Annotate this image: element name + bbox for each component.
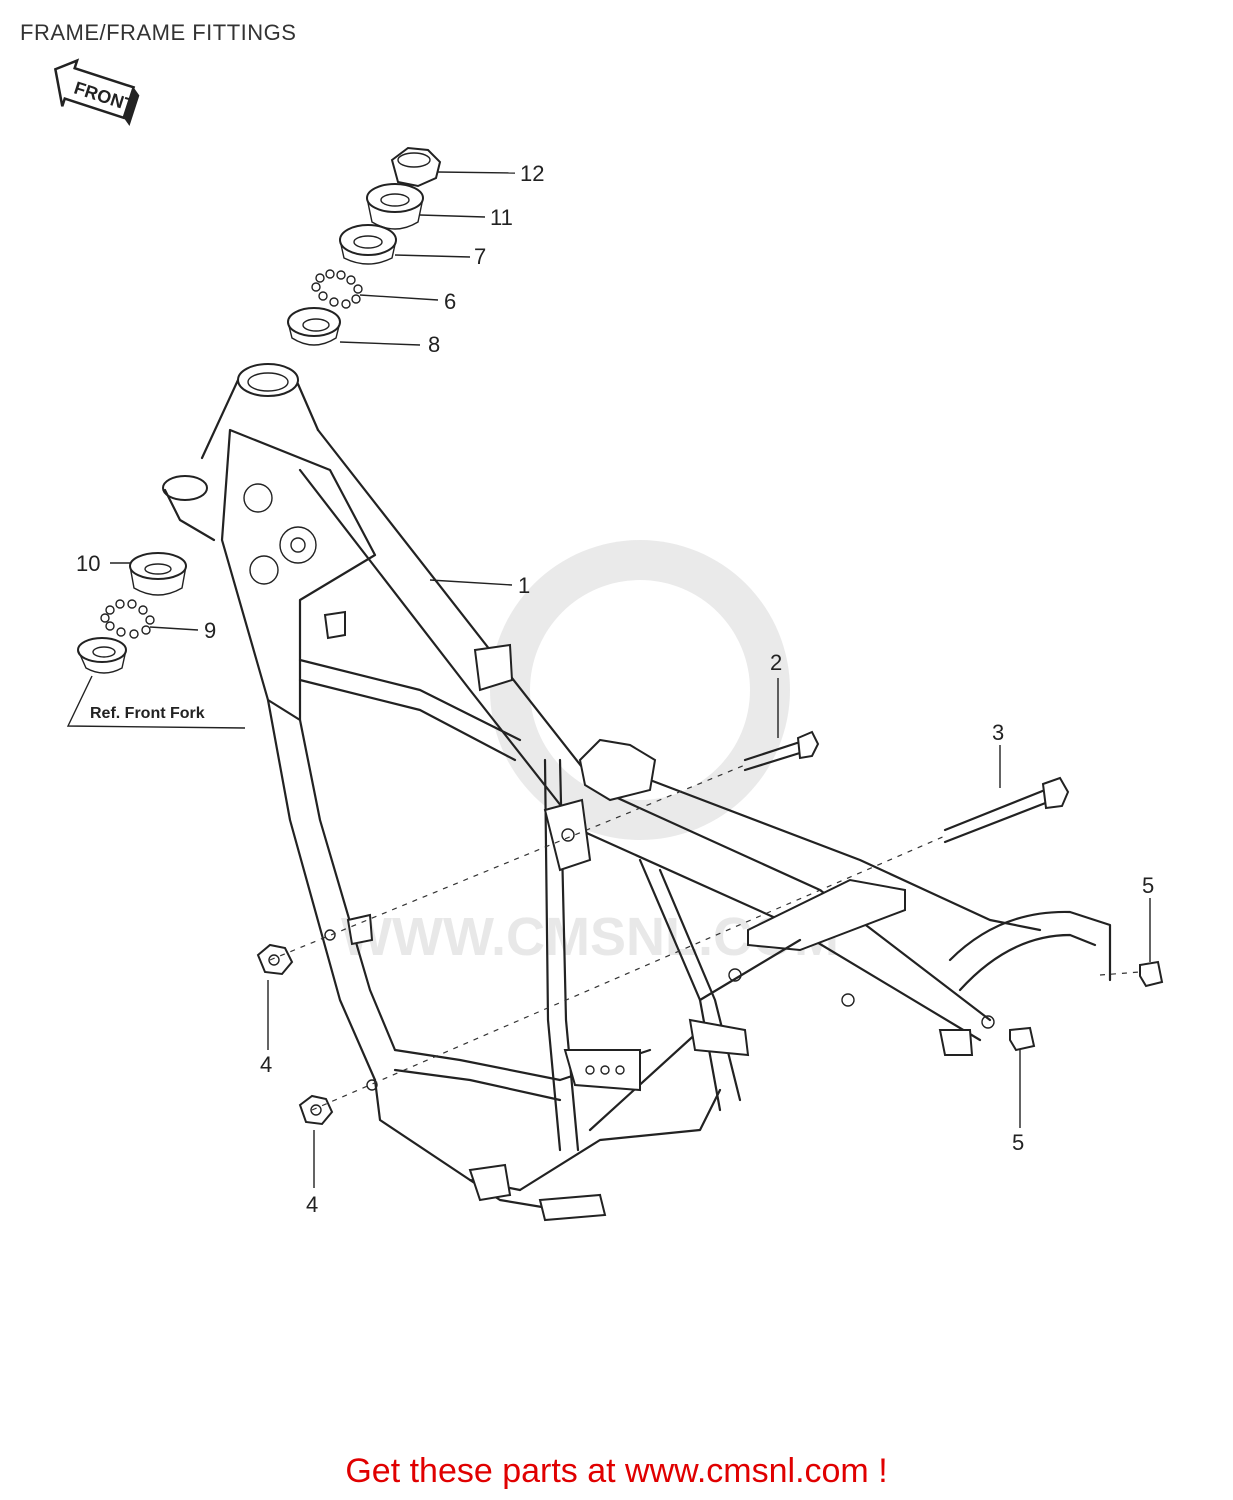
callout-3: 3 <box>992 720 1004 745</box>
callout-11: 11 <box>490 205 513 230</box>
part-race-cup-lower <box>77 637 127 674</box>
dash-line-bolt-2 <box>269 764 746 961</box>
callout-7: 7 <box>474 244 486 269</box>
part-race-upper <box>339 224 397 265</box>
part-race-cup-upper <box>287 307 341 346</box>
footer-link[interactable]: Get these parts at www.cmsnl.com ! <box>345 1452 888 1490</box>
dash-line-bolt-3 <box>311 835 946 1111</box>
callout-10: 10 <box>76 551 100 576</box>
part-stem-nut <box>390 146 442 188</box>
part-bolt-long <box>943 776 1070 844</box>
callout-8: 8 <box>428 332 440 357</box>
callout-2: 2 <box>770 650 782 675</box>
callout-5-right: 5 <box>1142 873 1154 898</box>
callout-5-lower: 5 <box>1012 1130 1024 1155</box>
page-title: FRAME/FRAME FITTINGS <box>20 20 297 45</box>
part-race-cone <box>366 183 424 230</box>
callout-12: 12 <box>520 161 544 186</box>
callout-4-lower: 4 <box>306 1192 318 1217</box>
part-steel-balls-lower <box>100 599 155 639</box>
callout-9: 9 <box>204 618 216 643</box>
part-cap-lower <box>1009 1026 1036 1052</box>
front-arrow-icon: FRONT <box>53 58 140 126</box>
reference-bracket <box>66 675 246 729</box>
part-nut-lower <box>298 1094 334 1126</box>
watermark-logo: WWW.CMSNL.COM <box>341 540 839 967</box>
part-cap-right <box>1139 960 1164 988</box>
leader-lines <box>110 171 1151 1188</box>
part-frame <box>162 363 1112 1222</box>
part-nut-upper <box>256 943 294 976</box>
callout-4-upper: 4 <box>260 1052 272 1077</box>
callout-6: 6 <box>444 289 456 314</box>
reference-note: Ref. Front Fork <box>90 705 205 722</box>
dash-line-cap <box>1099 971 1141 976</box>
callout-1: 1 <box>518 573 530 598</box>
part-race-lower <box>129 552 187 596</box>
part-bolt-short <box>743 730 820 772</box>
part-steel-balls-upper <box>311 269 363 309</box>
